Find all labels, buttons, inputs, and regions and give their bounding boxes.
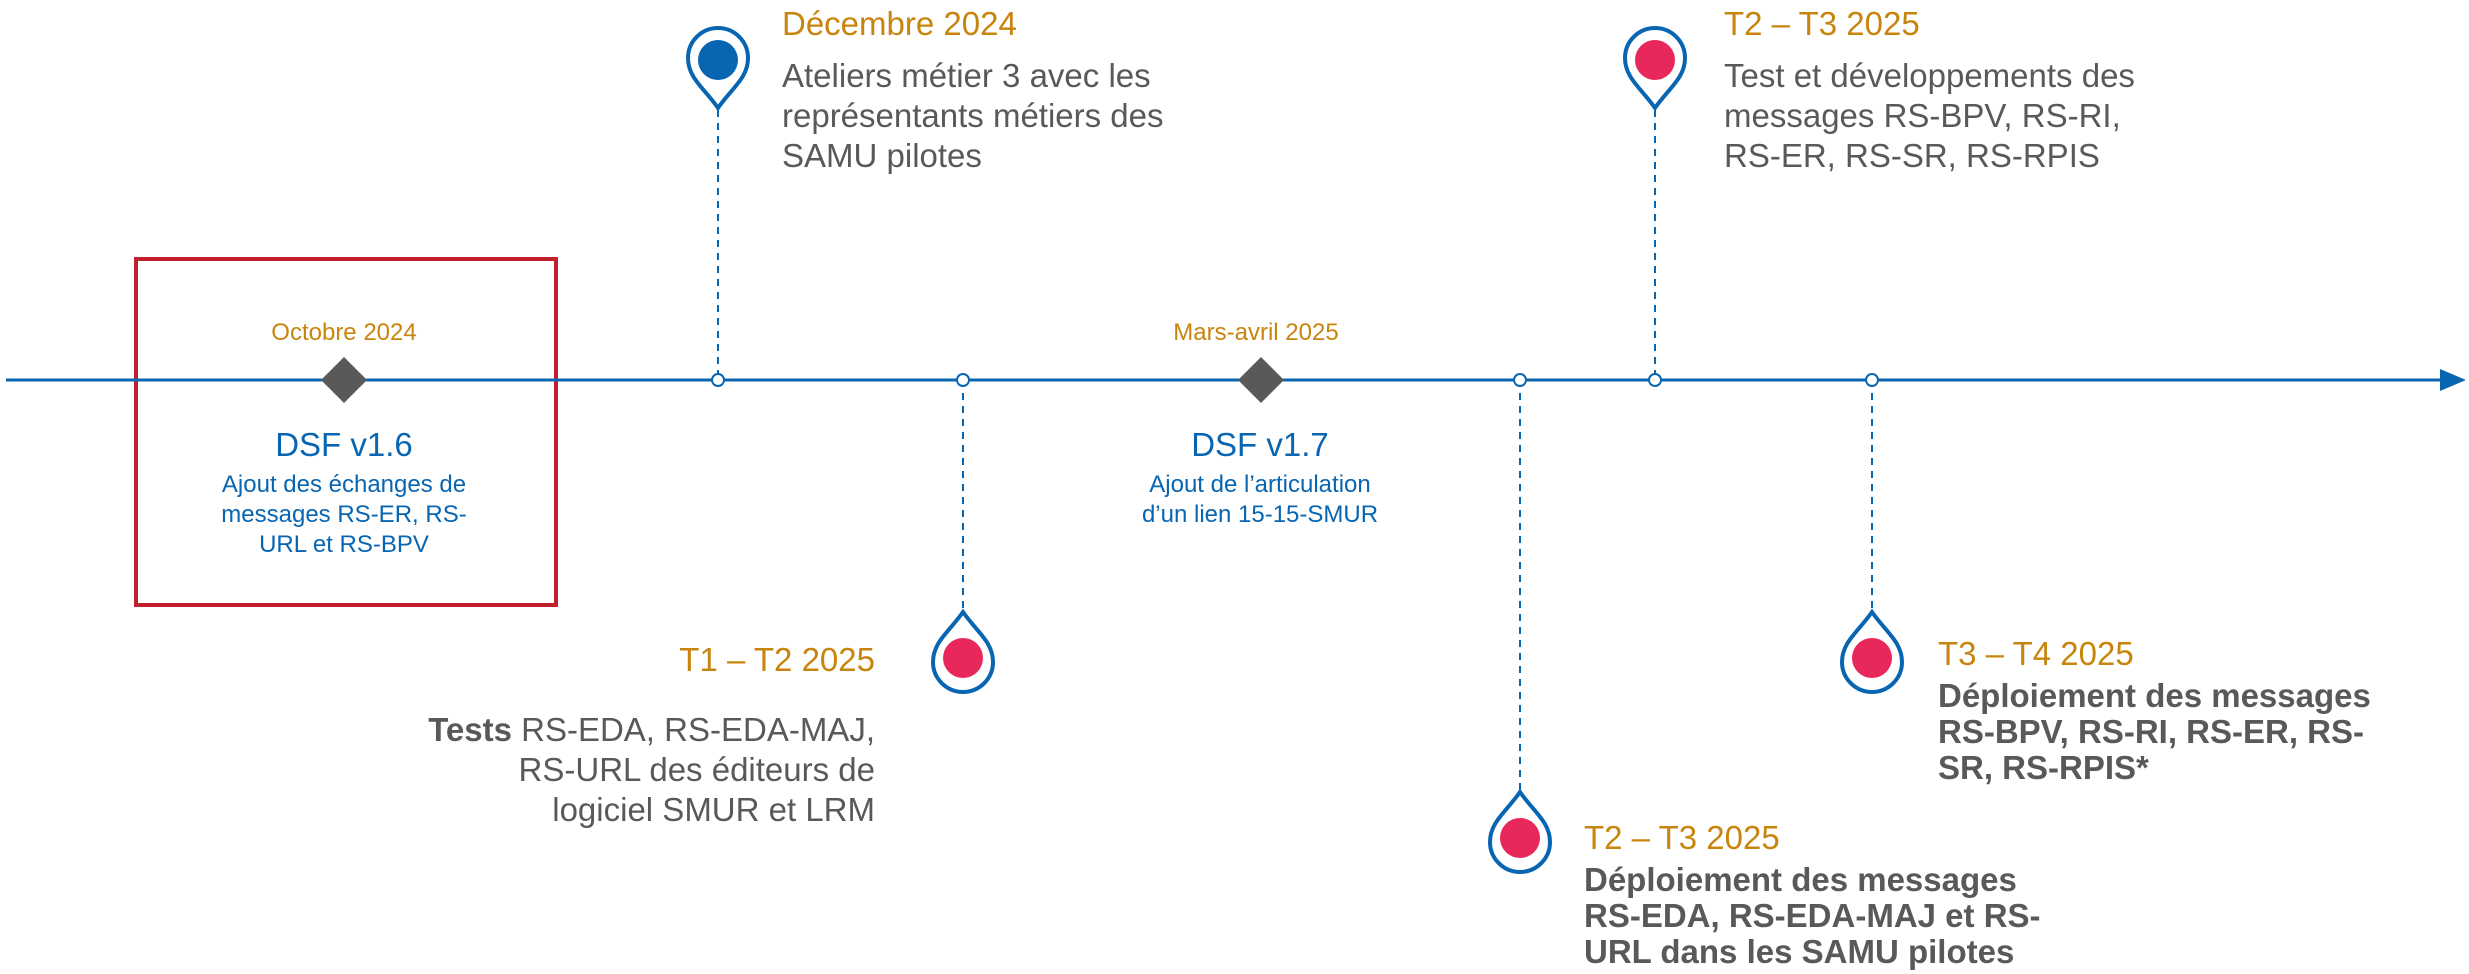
milestone-line: RS-ER, RS-SR, RS-RPIS xyxy=(1724,137,2100,174)
release-diamond-icon xyxy=(321,357,367,403)
axis-node xyxy=(956,373,970,387)
milestone-line: Tests RS-EDA, RS-EDA-MAJ, xyxy=(360,710,875,750)
milestone-line: Déploiement des messages xyxy=(1938,677,2371,714)
release-date: Mars-avril 2025 xyxy=(1173,319,1339,346)
milestone-line: RS-BPV, RS-RI, RS-ER, RS- xyxy=(1938,713,2365,750)
location-pin-blue-icon xyxy=(685,26,751,112)
milestone-text: Test et développements des messages RS-B… xyxy=(1724,56,2184,176)
milestone-line: RS-EDA, RS-EDA-MAJ et RS- xyxy=(1584,897,2041,934)
location-pin-pink-icon xyxy=(1622,26,1688,112)
highlight-box xyxy=(134,257,558,607)
release-title: DSF v1.7 xyxy=(1191,426,1329,463)
milestone-line: messages RS-BPV, RS-RI, xyxy=(1724,97,2121,134)
milestone-line: logiciel SMUR et LRM xyxy=(552,791,875,828)
milestone-date: T3 – T4 2025 xyxy=(1938,635,2134,672)
location-pin-pink-icon xyxy=(930,608,996,694)
milestone-text: Déploiement des messages RS-EDA, RS-EDA-… xyxy=(1584,862,2104,970)
milestone-text: Tests RS-EDA, RS-EDA-MAJ, RS-URL des édi… xyxy=(360,710,875,830)
milestone-date: T1 – T2 2025 xyxy=(679,641,875,678)
milestone-text: Déploiement des messages RS-BPV, RS-RI, … xyxy=(1938,678,2458,786)
milestone-line: RS-URL des éditeurs de xyxy=(518,751,875,788)
release-diamond-icon xyxy=(1238,357,1284,403)
milestone-text: Ateliers métier 3 avec les représentants… xyxy=(782,56,1222,176)
milestone-date: Décembre 2024 xyxy=(782,5,1017,42)
timeline-arrowhead xyxy=(2440,369,2466,391)
axis-node xyxy=(1513,373,1527,387)
axis-node xyxy=(1648,373,1662,387)
milestone-bold-lead: Tests xyxy=(428,711,512,748)
axis-node xyxy=(1865,373,1879,387)
milestone-line: Ateliers métier 3 avec les xyxy=(782,57,1151,94)
milestone-line-rest: RS-EDA, RS-EDA-MAJ, xyxy=(511,711,875,748)
milestone-line: SAMU pilotes xyxy=(782,137,982,174)
location-pin-pink-icon xyxy=(1839,608,1905,694)
milestone-date: T2 – T3 2025 xyxy=(1584,819,1780,856)
description-line: messages RS-ER, RS- xyxy=(221,501,467,528)
release-title: DSF v1.6 xyxy=(275,426,413,463)
milestone-line: URL dans les SAMU pilotes xyxy=(1584,933,2015,970)
axis-node xyxy=(711,373,725,387)
release-description: Ajout de l’articulation d’un lien 15-15-… xyxy=(1070,470,1450,530)
release-description: Ajout des échanges de messages RS-ER, RS… xyxy=(170,470,518,560)
description-line: Ajout des échanges de xyxy=(221,471,467,498)
milestone-date: T2 – T3 2025 xyxy=(1724,5,1920,42)
release-date: Octobre 2024 xyxy=(271,319,417,346)
location-pin-pink-icon xyxy=(1487,788,1553,874)
description-line: Ajout de l’articulation xyxy=(1149,471,1371,498)
description-line: d’un lien 15-15-SMUR xyxy=(1141,501,1379,528)
description-line: URL et RS-BPV xyxy=(259,531,429,558)
milestone-line: Test et développements des xyxy=(1724,57,2135,94)
milestone-line: SR, RS-RPIS* xyxy=(1938,749,2149,786)
milestone-line: représentants métiers des xyxy=(782,97,1164,134)
milestone-line: Déploiement des messages xyxy=(1584,861,2017,898)
